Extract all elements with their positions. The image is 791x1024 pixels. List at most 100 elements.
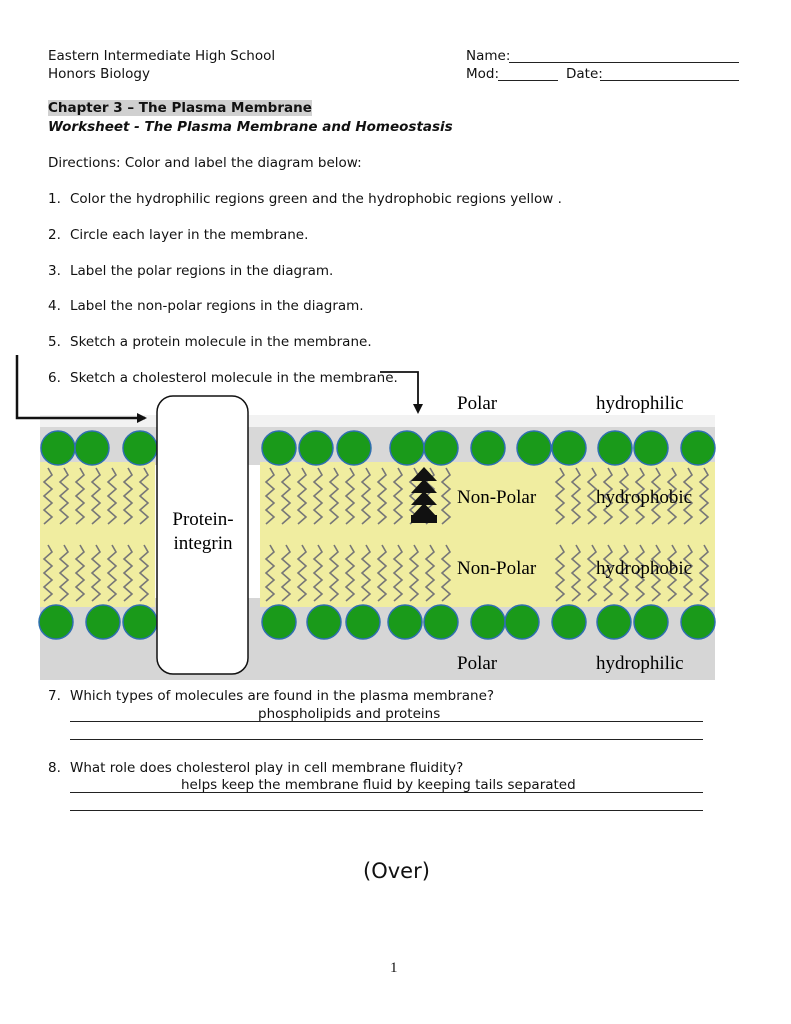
phospholipid-head xyxy=(389,430,425,466)
label-hydrophobic-2: hydrophobic xyxy=(596,558,692,579)
directions: Directions: Color and label the diagram … xyxy=(48,155,362,171)
phospholipid-head xyxy=(551,430,587,466)
phospholipid-head xyxy=(345,604,381,640)
phospholipid-head xyxy=(298,430,334,466)
phospholipid-head xyxy=(470,430,506,466)
label-nonpolar-1: Non-Polar xyxy=(457,487,537,508)
fatty-acid-tail xyxy=(106,467,118,525)
fatty-acid-tail xyxy=(634,467,646,525)
answer-line-2 xyxy=(70,739,703,740)
phospholipid-heads xyxy=(38,430,716,640)
course-name: Honors Biology xyxy=(48,66,150,82)
fatty-acid-tail xyxy=(602,467,614,525)
fatty-acid-tail xyxy=(74,467,86,525)
fatty-acid-tail xyxy=(138,467,150,525)
fatty-acid-tail xyxy=(312,544,324,602)
fatty-acid-tail xyxy=(650,467,662,525)
label-polar-top: Polar xyxy=(457,393,498,414)
phospholipid-head xyxy=(470,604,506,640)
fatty-acid-tail xyxy=(682,544,694,602)
step-number: 4. xyxy=(48,298,61,314)
fatty-acid-tail xyxy=(328,467,340,525)
phospholipid-head xyxy=(597,430,633,466)
step-number: 1. xyxy=(48,191,61,207)
chapter-title-text: Chapter 3 – The Plasma Membrane xyxy=(48,100,312,116)
fatty-acid-tail xyxy=(634,544,646,602)
phospholipid-head xyxy=(423,604,459,640)
phospholipid-head xyxy=(680,604,716,640)
fatty-acid-tail xyxy=(376,544,388,602)
step-number: 6. xyxy=(48,370,61,386)
step-number: 2. xyxy=(48,227,61,243)
fatty-acid-tail xyxy=(682,467,694,525)
fatty-acid-tail xyxy=(106,544,118,602)
fatty-acid-tail xyxy=(122,544,134,602)
fatty-acid-tail xyxy=(280,544,292,602)
fatty-acid-tail xyxy=(42,544,54,602)
phospholipid-head xyxy=(261,604,297,640)
step-text: Label the non-polar regions in the diagr… xyxy=(70,298,364,314)
fatty-acid-tail xyxy=(618,544,630,602)
phospholipid-head xyxy=(261,430,297,466)
worksheet-title-text: The Plasma Membrane and Homeostasis xyxy=(144,119,453,135)
fatty-acid-tails xyxy=(42,467,710,602)
fatty-acid-tail xyxy=(376,467,388,525)
protein-integrin xyxy=(156,395,249,675)
answer-line xyxy=(70,792,703,793)
fatty-acid-tail xyxy=(392,467,404,525)
fatty-acid-tail xyxy=(698,544,710,602)
label-polar-bottom: Polar xyxy=(457,653,498,674)
school-name: Eastern Intermediate High School xyxy=(48,48,276,64)
page-number: 1 xyxy=(390,960,398,976)
name-blank xyxy=(509,62,739,63)
fatty-acid-tail xyxy=(122,467,134,525)
fatty-acid-tail xyxy=(554,467,566,525)
fatty-acid-tail xyxy=(344,467,356,525)
fatty-acid-tail xyxy=(296,467,308,525)
phospholipid-head xyxy=(387,604,423,640)
label-hydrophilic-top: hydrophilic xyxy=(596,393,684,414)
fatty-acid-tail xyxy=(392,544,404,602)
phospholipid-head xyxy=(85,604,121,640)
mod-blank xyxy=(498,80,558,81)
fatty-acid-tail xyxy=(90,544,102,602)
question-number: 8. xyxy=(48,760,61,776)
fatty-acid-tail xyxy=(264,544,276,602)
fatty-acid-tail xyxy=(602,544,614,602)
membrane-diagram: Protein- integrin Polar hydrophilic Non-… xyxy=(15,355,716,680)
fatty-acid-tail xyxy=(58,544,70,602)
fatty-acid-tail xyxy=(698,467,710,525)
fatty-acid-tail xyxy=(264,467,276,525)
phospholipid-head xyxy=(336,430,372,466)
fatty-acid-tail xyxy=(312,467,324,525)
fatty-acid-tail xyxy=(58,467,70,525)
fatty-acid-tail xyxy=(440,544,452,602)
fatty-acid-tail xyxy=(554,544,566,602)
date-blank xyxy=(600,80,739,81)
chapter-title: Chapter 3 – The Plasma Membrane xyxy=(48,100,312,116)
name-label: Name: xyxy=(466,48,511,64)
protein-label-2: integrin xyxy=(173,533,233,554)
answer-line xyxy=(70,721,703,722)
step-text: Color the hydrophilic regions green and … xyxy=(70,191,562,207)
fatty-acid-tail xyxy=(74,544,86,602)
step-text: Sketch a protein molecule in the membran… xyxy=(70,334,372,350)
fatty-acid-tail xyxy=(570,544,582,602)
phospholipid-head xyxy=(74,430,110,466)
tail-region-left xyxy=(40,462,155,607)
fatty-acid-tail xyxy=(586,467,598,525)
fatty-acid-tail xyxy=(650,544,662,602)
fatty-acid-tail xyxy=(42,467,54,525)
worksheet-prefix: Worksheet - xyxy=(48,119,145,135)
phospholipid-head xyxy=(633,430,669,466)
cholesterol-molecule xyxy=(411,467,437,523)
fatty-acid-tail xyxy=(618,467,630,525)
phospholipid-head xyxy=(423,430,459,466)
phospholipid-head xyxy=(122,430,158,466)
phospholipid-head xyxy=(122,604,158,640)
date-label: Date: xyxy=(566,66,603,82)
phospholipid-head xyxy=(633,604,669,640)
protein-arrow xyxy=(15,355,147,423)
phospholipid-head xyxy=(40,430,76,466)
answer-text: helps keep the membrane fluid by keeping… xyxy=(181,777,576,793)
